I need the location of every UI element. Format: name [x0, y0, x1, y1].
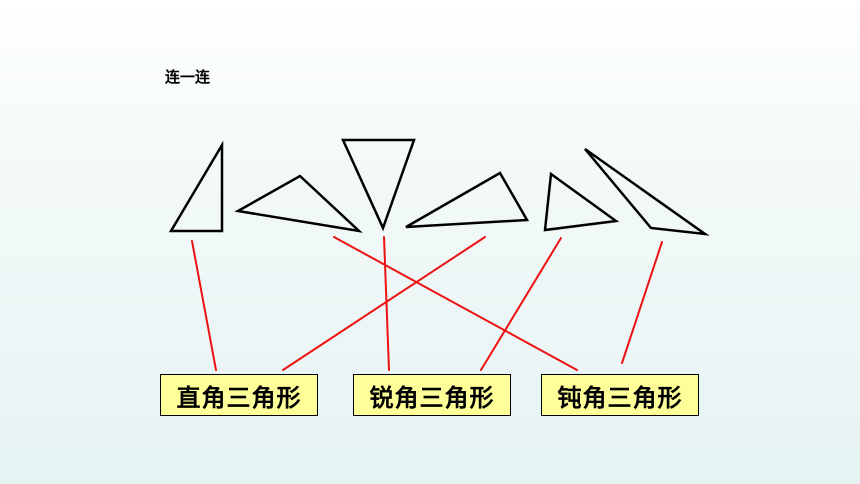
triangle-3[interactable]: [341, 138, 416, 232]
label-obtuse-triangle-text: 钝角三角形: [557, 383, 683, 412]
connector-line: [383, 236, 390, 371]
label-right-triangle-text: 直角三角形: [176, 383, 302, 412]
connector-line: [191, 240, 217, 371]
label-obtuse-triangle[interactable]: 钝角三角形: [541, 374, 699, 416]
label-acute-triangle[interactable]: 锐角三角形: [353, 374, 511, 416]
label-right-triangle[interactable]: 直角三角形: [160, 374, 318, 416]
label-acute-triangle-text: 锐角三角形: [369, 383, 495, 412]
triangle-1[interactable]: [168, 140, 224, 233]
triangle-2[interactable]: [234, 174, 363, 233]
triangle-6[interactable]: [584, 147, 710, 236]
connector-line: [480, 237, 562, 371]
triangle-4[interactable]: [405, 171, 530, 229]
connector-line: [333, 236, 578, 371]
connector-line: [621, 241, 663, 364]
exercise-title: 连一连: [165, 68, 211, 86]
connector-line: [282, 236, 486, 371]
triangle-5[interactable]: [543, 171, 620, 232]
